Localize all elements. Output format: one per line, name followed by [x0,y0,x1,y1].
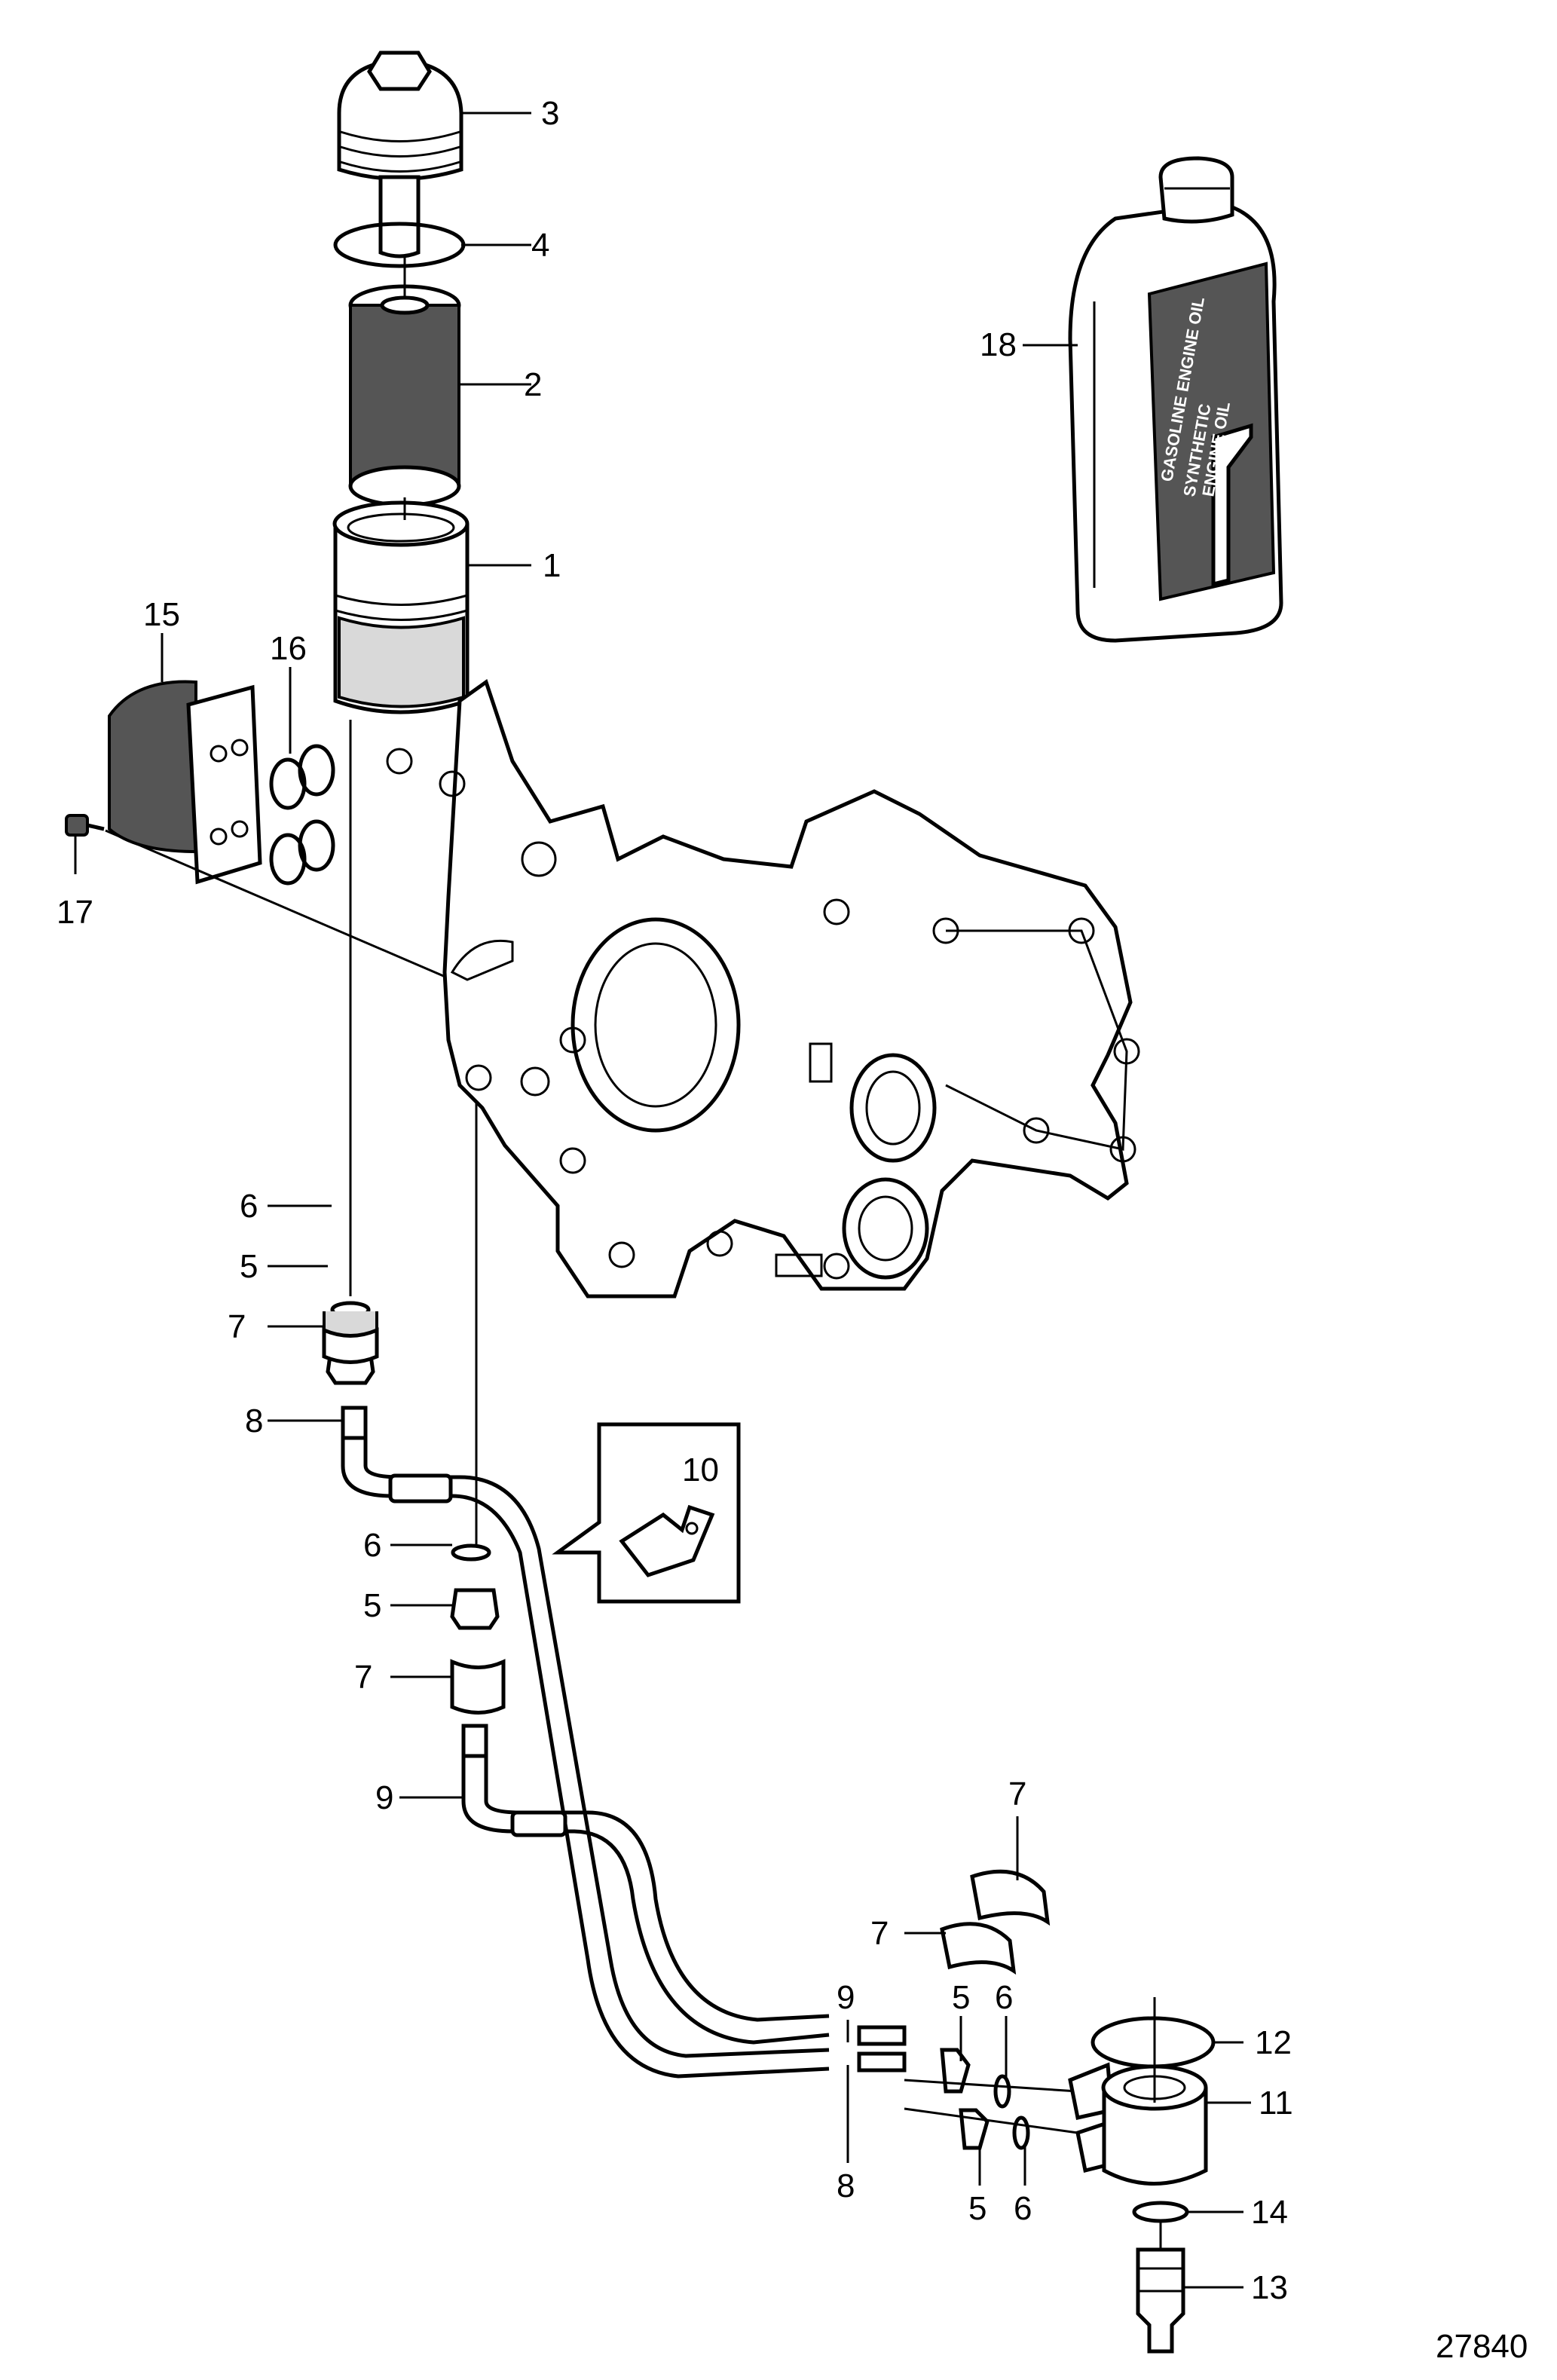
oring-12 [1091,2016,1216,2069]
clip-7a [322,1311,379,1364]
oring-6d [1012,2115,1030,2150]
callout-18: 18 [980,326,1017,363]
oring-6c [993,2074,1011,2109]
callout-5a: 5 [240,1248,258,1285]
filter-housing-adapter-11 [1068,2062,1208,2186]
callout-5b: 5 [363,1587,381,1624]
engine-timing-cover [386,678,1140,1299]
callout-6b: 6 [363,1527,381,1564]
oil-pipe-9 [461,1724,830,2045]
callout-6c: 6 [995,1979,1013,2016]
callout-1: 1 [543,547,561,584]
callout-5d: 5 [968,2190,987,2227]
callout-15: 15 [143,596,180,633]
callout-9b: 9 [837,1979,855,2016]
callout-6d: 6 [1014,2190,1032,2227]
filter-housing [332,500,470,714]
clip-7b [450,1659,506,1715]
oil-cooler-seals [269,744,335,886]
callout-5c: 5 [952,1979,970,2016]
cooler-bolt [65,814,105,837]
callout-8b: 8 [837,2167,855,2204]
clip-7d [940,1922,1017,1975]
filter-cap [337,50,463,258]
callout-9a: 9 [375,1779,393,1816]
filter-element [348,284,461,507]
oil-pipe-8 [341,1406,830,2079]
callout-7a: 7 [228,1308,246,1345]
callout-7c: 7 [1008,1776,1026,1813]
callout-3: 3 [541,95,559,132]
oil-cooler [108,680,262,885]
callout-4: 4 [531,227,549,264]
callout-7d: 7 [870,1915,889,1952]
oil-bottle: GASOLINE ENGINE OIL SYNTHETIC ENGINE OIL [1068,156,1283,643]
callout-12: 12 [1255,2024,1292,2061]
callout-7b: 7 [354,1659,372,1696]
callout-2: 2 [524,366,542,403]
valve-13 [1136,2247,1185,2354]
callout-16: 16 [270,630,307,667]
clamp-inset-box [552,1422,741,1604]
callout-13: 13 [1251,2269,1288,2306]
leader-lines [74,112,1251,2289]
axis-line-right-upper [904,2079,1078,2093]
callout-17: 17 [57,894,93,931]
oring-6b [451,1543,491,1562]
callout-6a: 6 [240,1188,258,1225]
axis-line-cooler [105,829,453,981]
pipe-ends-right [857,2025,990,2150]
callout-11: 11 [1259,2085,1293,2122]
oring-14 [1132,2201,1189,2223]
callout-14: 14 [1251,2194,1288,2231]
callout-10: 10 [682,1452,719,1488]
callout-8a: 8 [245,1403,263,1439]
drawing-number: 27840 [1436,2328,1528,2365]
axis-line-right-lower [904,2107,1078,2134]
clip-7c [970,1869,1051,1926]
adapter-5b [450,1588,500,1630]
